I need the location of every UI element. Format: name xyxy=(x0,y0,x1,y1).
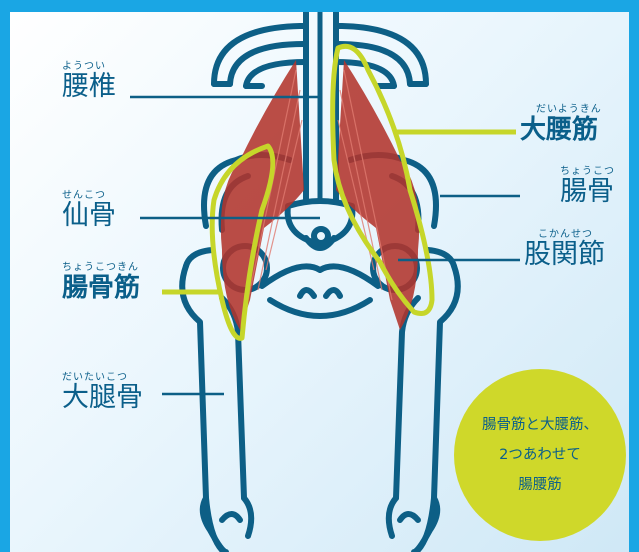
summary-line-1: 腸骨筋と大腰筋、 xyxy=(482,410,598,440)
label-sacrum-text: 仙骨 xyxy=(62,201,116,231)
label-ilium-text: 腸骨 xyxy=(560,177,615,207)
pubis-lower xyxy=(270,300,370,316)
muscle-right xyxy=(336,60,419,330)
summary-line-2: 2つあわせて xyxy=(499,440,581,470)
summary-circle: 腸骨筋と大腰筋、 2つあわせて 腸腰筋 xyxy=(454,369,626,541)
label-iliacus-ruby: ちょうこつきん xyxy=(62,262,140,273)
label-iliacus-text: 腸骨筋 xyxy=(62,273,140,303)
label-ilium: ちょうこつ 腸骨 xyxy=(560,166,615,207)
label-psoas-major-text: 大腰筋 xyxy=(520,115,602,145)
label-femur-text: 大腿骨 xyxy=(62,383,143,413)
label-lumbar-text: 腰椎 xyxy=(62,72,116,102)
pubis-upper xyxy=(262,266,378,286)
label-psoas-major-ruby: だいようきん xyxy=(520,104,602,115)
label-iliacus: ちょうこつきん 腸骨筋 xyxy=(62,262,140,303)
label-hip-joint-text: 股関節 xyxy=(524,240,605,270)
label-sacrum: せんこつ 仙骨 xyxy=(62,190,116,231)
label-hip-joint: こかんせつ 股関節 xyxy=(524,229,605,270)
femur-right-inner xyxy=(396,298,418,498)
label-femur: だいたいこつ 大腿骨 xyxy=(62,372,143,413)
label-psoas-major: だいようきん 大腰筋 xyxy=(520,104,602,145)
label-lumbar: ようつい 腰椎 xyxy=(62,61,116,102)
sacrum-shape xyxy=(288,201,353,244)
summary-line-3: 腸腰筋 xyxy=(518,470,562,500)
muscle-left xyxy=(221,60,304,330)
